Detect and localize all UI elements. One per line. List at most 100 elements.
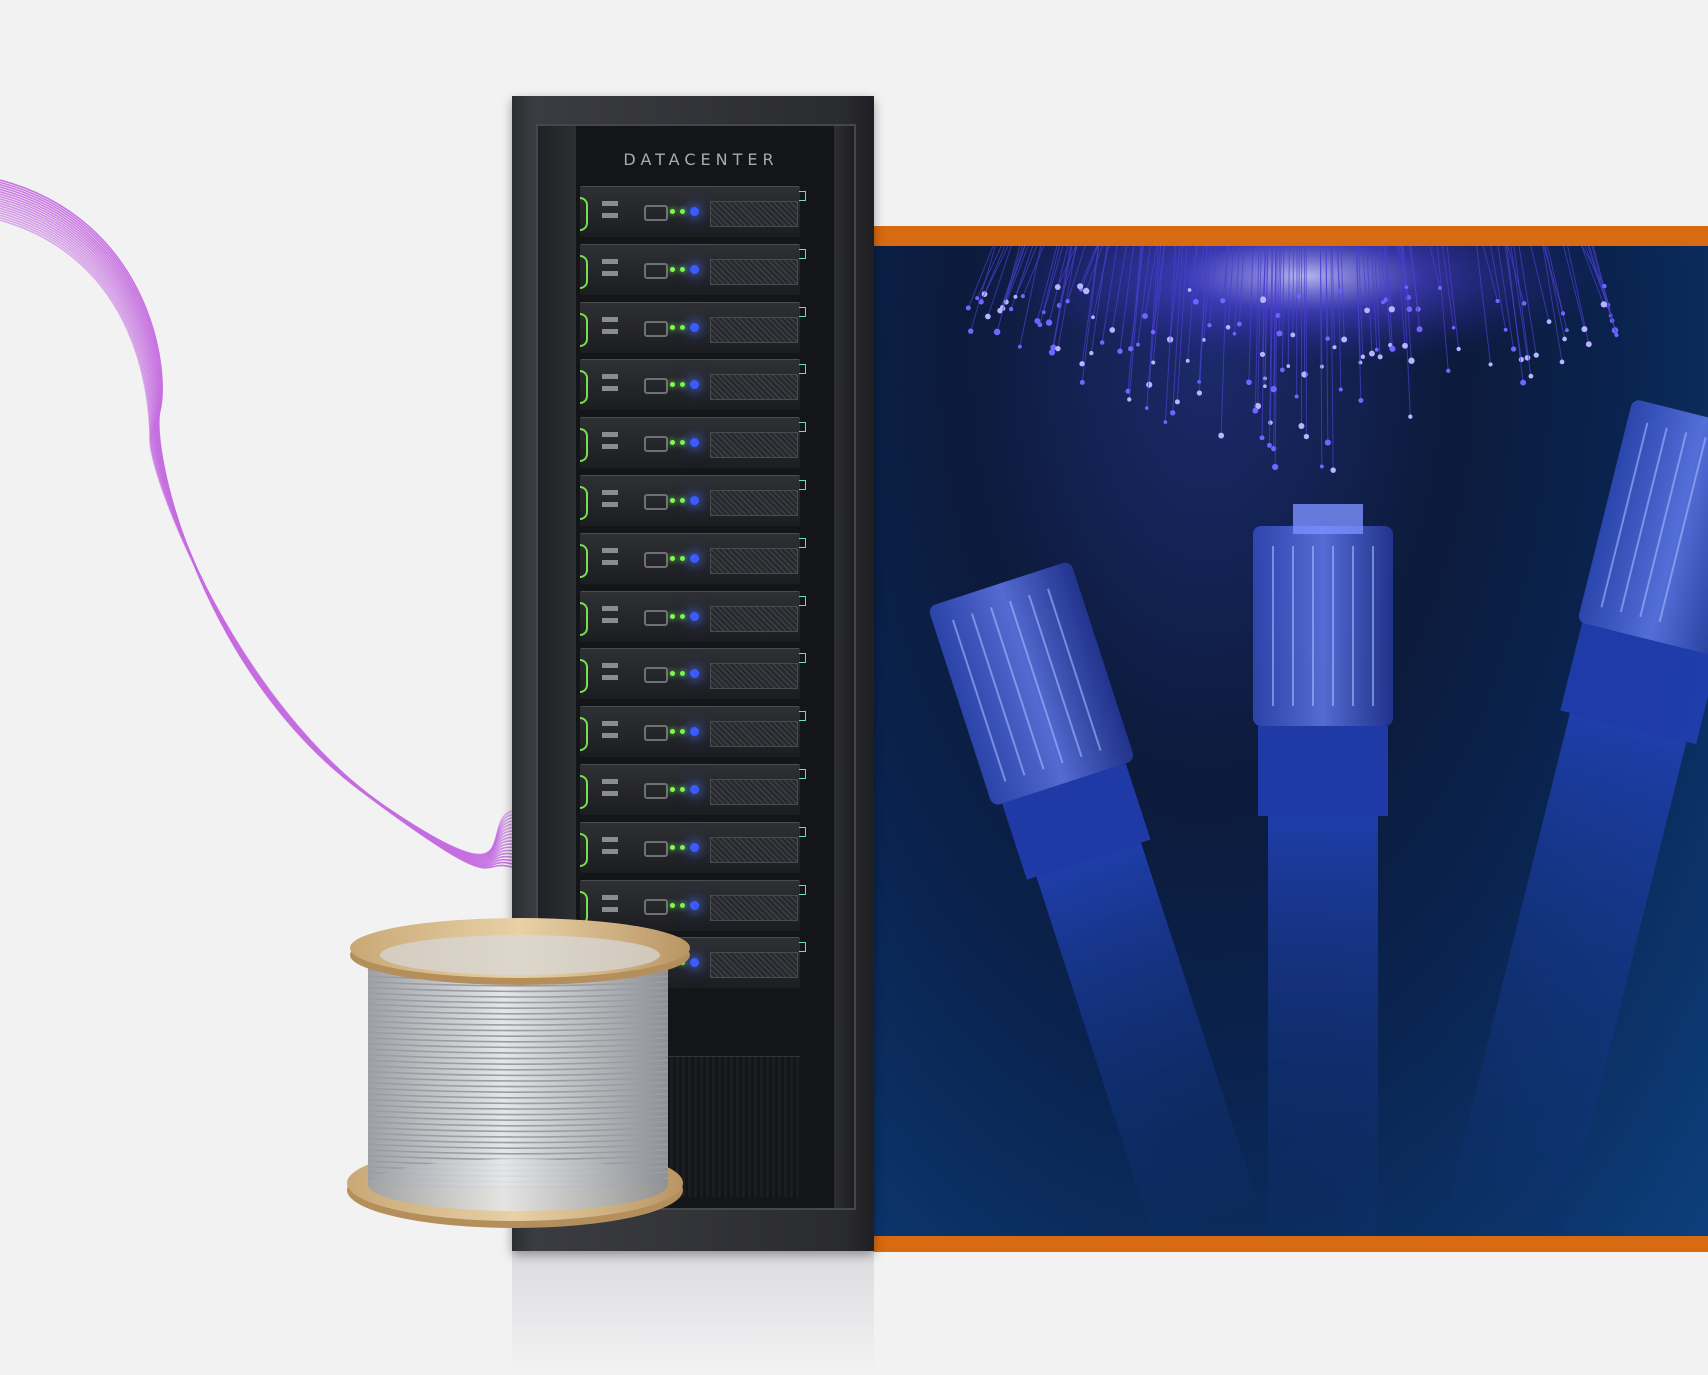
- server-unit: [580, 821, 806, 873]
- fiber-light-tip: [1286, 364, 1291, 368]
- fiber-strand: [1111, 246, 1127, 331]
- status-led-green: [670, 266, 675, 272]
- fiber-strand: [1277, 246, 1281, 316]
- fiber-strand: [1379, 246, 1387, 301]
- fiber-light-tip: [975, 296, 980, 301]
- vga-port: [644, 840, 668, 857]
- server-handle: [580, 659, 588, 694]
- fiber-strand: [1278, 246, 1282, 334]
- fiber-strand: [1402, 246, 1412, 361]
- fiber-strand: [967, 246, 994, 309]
- fiber-strand: [1101, 246, 1118, 343]
- fiber-light-tip: [1360, 354, 1366, 360]
- vent-grill: [710, 316, 798, 343]
- fiber-strand: [1544, 246, 1566, 340]
- fiber-light-tip: [1408, 414, 1413, 419]
- cable-winding: [367, 1025, 669, 1032]
- power-led-blue: [690, 264, 699, 274]
- fiber-strand: [980, 246, 1006, 302]
- server-handle: [580, 717, 588, 752]
- wave-line: [0, 190, 520, 863]
- fiber-strand: [1036, 246, 1058, 322]
- fiber-light-tip: [1294, 394, 1299, 399]
- rack-frame: DATACENTER: [536, 124, 856, 1210]
- fiber-light-tip: [1272, 463, 1279, 471]
- fiber-strand: [1441, 246, 1455, 328]
- fiber-strand: [1043, 246, 1064, 313]
- server-unit: [580, 417, 806, 469]
- usb-port: [602, 848, 618, 854]
- fiber-strand: [1325, 246, 1329, 339]
- fiber-light-tip: [1332, 345, 1337, 350]
- status-led-green: [670, 440, 675, 446]
- fiber-light-tip: [1117, 348, 1123, 354]
- cable-winding: [367, 981, 669, 987]
- cable-winding: [367, 1137, 669, 1144]
- usb-port: [602, 270, 618, 276]
- status-led-green: [670, 902, 675, 908]
- fiber-light-tip: [1503, 327, 1508, 332]
- status-led-green: [680, 729, 685, 735]
- vga-port: [644, 725, 668, 742]
- fiber-strand: [1330, 246, 1334, 471]
- fiber-light-tip: [1364, 307, 1370, 314]
- usb-port: [602, 721, 618, 727]
- rack-bracket: [799, 942, 806, 953]
- vga-port: [644, 378, 668, 395]
- cable-winding: [367, 1031, 669, 1037]
- fiber-light-tip: [1275, 312, 1281, 319]
- wave-line: [0, 193, 520, 862]
- fiber-strand: [1530, 246, 1550, 322]
- vga-port: [644, 667, 668, 684]
- fiber-strand: [1361, 246, 1368, 311]
- fiber-strand: [1476, 246, 1492, 365]
- fiber-strand: [1092, 246, 1110, 318]
- cable-winding: [367, 1104, 669, 1110]
- fiber-strand: [1340, 246, 1345, 340]
- fiber-light-tip: [1358, 397, 1364, 404]
- fiber-light-tip: [1142, 313, 1148, 319]
- fiber-light-tip: [1082, 287, 1090, 295]
- fiber-strand: [1446, 246, 1460, 350]
- server-unit: [580, 590, 806, 642]
- fiber-light-tip: [993, 328, 1001, 336]
- status-led-green: [680, 844, 685, 850]
- rack-bracket: [799, 653, 806, 664]
- usb-port: [602, 432, 618, 438]
- fiber-strand: [1051, 246, 1072, 353]
- vent-grill: [710, 258, 798, 285]
- status-led-green: [680, 324, 685, 330]
- usb-port: [602, 906, 618, 912]
- fiber-strand: [1227, 246, 1235, 328]
- ethernet-plug-middle: [1253, 504, 1393, 1236]
- fiber-light-tip: [1296, 294, 1302, 299]
- fiber-strand: [1057, 246, 1077, 288]
- fiber-light-tip: [1099, 340, 1105, 345]
- fiber-light-tip: [1079, 361, 1085, 367]
- fiber-light-tip: [1259, 435, 1265, 441]
- fiber-strand: [1581, 246, 1605, 305]
- fiber-strand: [1019, 246, 1042, 347]
- rack-bracket: [799, 595, 806, 606]
- fiber-strand: [1262, 246, 1267, 300]
- fiber-strand: [1014, 246, 1038, 297]
- fiber-light-tip: [967, 328, 974, 334]
- fiber-strand: [970, 246, 996, 332]
- fiber-strand: [1497, 246, 1515, 350]
- fiber-light-tip: [1402, 342, 1408, 349]
- wave-line: [0, 212, 520, 857]
- fiber-optic-photo: [873, 246, 1708, 1236]
- fiber-light-tip: [1585, 341, 1592, 348]
- fiber-light-tip: [1127, 397, 1132, 402]
- wave-line: [0, 198, 520, 860]
- fiber-strand: [1128, 246, 1143, 400]
- status-led-green: [680, 382, 685, 388]
- fiber-strand: [1238, 246, 1245, 325]
- cable-winding: [367, 1126, 669, 1133]
- fiber-strand: [1542, 246, 1563, 362]
- cable-winding: [367, 1093, 669, 1099]
- fiber-light-tip: [1268, 420, 1273, 425]
- fiber-strand: [1563, 246, 1585, 330]
- usb-port: [602, 201, 618, 206]
- fiber-strand: [1592, 246, 1617, 336]
